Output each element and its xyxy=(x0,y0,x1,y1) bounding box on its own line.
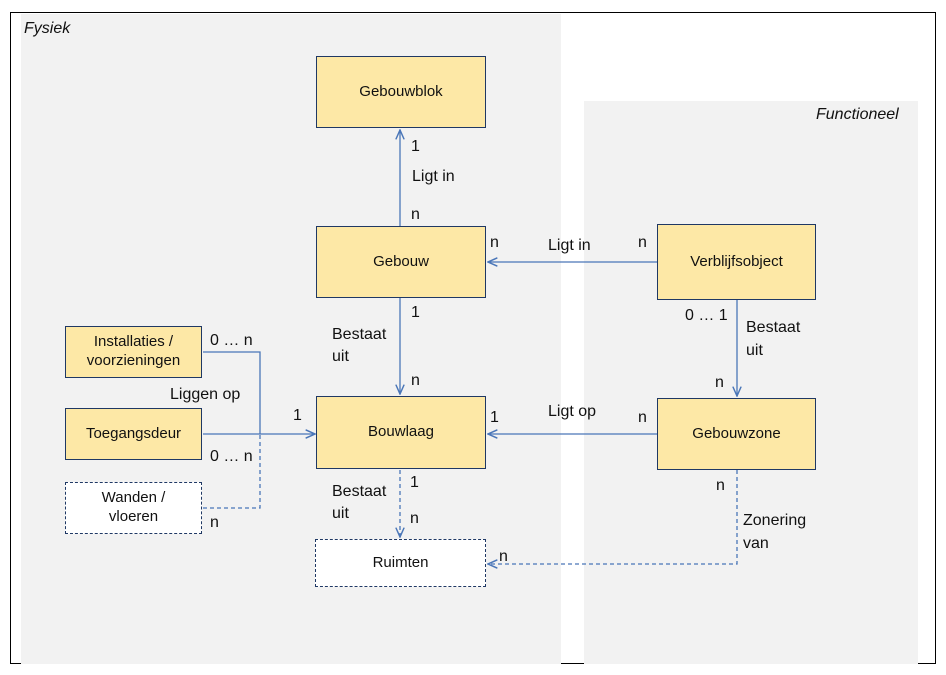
mult-ruimten-right-n: n xyxy=(499,548,508,565)
mult-gebouwzone-bottom-n: n xyxy=(716,477,725,494)
edge-wanden-bouwlaag xyxy=(203,434,261,509)
mult-installaties: 0 … n xyxy=(210,332,253,349)
edge-gebouwzone-ruimten xyxy=(488,470,738,564)
mult-bouwlaag-bottom-1: 1 xyxy=(410,474,419,491)
mult-ruimten-top-n: n xyxy=(410,510,419,527)
mult-verblijf-bottom: 0 … 1 xyxy=(685,307,728,324)
mult-bouwlaag-top-n: n xyxy=(411,372,420,389)
edge-installaties-bouwlaag xyxy=(203,351,261,434)
mult-gebouwblok-1: 1 xyxy=(411,138,420,155)
label-van: van xyxy=(743,535,769,552)
label-uit-verblijf: uit xyxy=(746,342,763,359)
label-bestaat-bouwlaag: Bestaat xyxy=(332,483,387,500)
entity-installaties[interactable]: Installaties / voorzieningen xyxy=(65,326,202,378)
entity-gebouw[interactable]: Gebouw xyxy=(316,226,486,298)
mult-toegangsdeur: 0 … n xyxy=(210,448,253,465)
label-bestaat-verblijf: Bestaat xyxy=(746,319,801,336)
label-ligt-in-verblijf: Ligt in xyxy=(548,237,591,254)
mult-wanden: n xyxy=(210,514,219,531)
label-ligt-in-gebouwblok: Ligt in xyxy=(412,168,455,185)
label-bestaat-gebouw: Bestaat xyxy=(332,326,387,343)
entity-toegangsdeur[interactable]: Toegangsdeur xyxy=(65,408,202,460)
mult-gebouw-n: n xyxy=(411,206,420,223)
entity-bouwlaag[interactable]: Bouwlaag xyxy=(316,396,486,469)
entity-ruimten[interactable]: Ruimten xyxy=(315,539,486,587)
region-physical-label: Fysiek xyxy=(24,20,71,37)
region-functional xyxy=(584,101,918,664)
label-uit-gebouw: uit xyxy=(332,348,349,365)
entity-verblijfsobject[interactable]: Verblijfsobject xyxy=(657,224,816,300)
mult-bouwlaag-left-1: 1 xyxy=(293,407,302,424)
region-functional-label: Functioneel xyxy=(816,106,899,123)
mult-gebouwzone-left-n: n xyxy=(638,409,647,426)
mult-verblijf-n: n xyxy=(638,234,647,251)
entity-wanden[interactable]: Wanden / vloeren xyxy=(65,482,202,534)
label-ligt-op-gebouwzone: Ligt op xyxy=(548,403,597,420)
mult-gebouw-side-n: n xyxy=(490,234,499,251)
label-zonering: Zonering xyxy=(743,512,807,529)
label-uit-bouwlaag: uit xyxy=(332,505,349,522)
label-liggen-op: Liggen op xyxy=(170,386,241,403)
entity-gebouwblok[interactable]: Gebouwblok xyxy=(316,56,486,128)
mult-gebouw-bottom-1: 1 xyxy=(411,304,420,321)
mult-bouwlaag-right-1: 1 xyxy=(490,409,499,426)
entity-gebouwzone[interactable]: Gebouwzone xyxy=(657,398,816,470)
mult-gebouwzone-top-n: n xyxy=(715,374,724,391)
